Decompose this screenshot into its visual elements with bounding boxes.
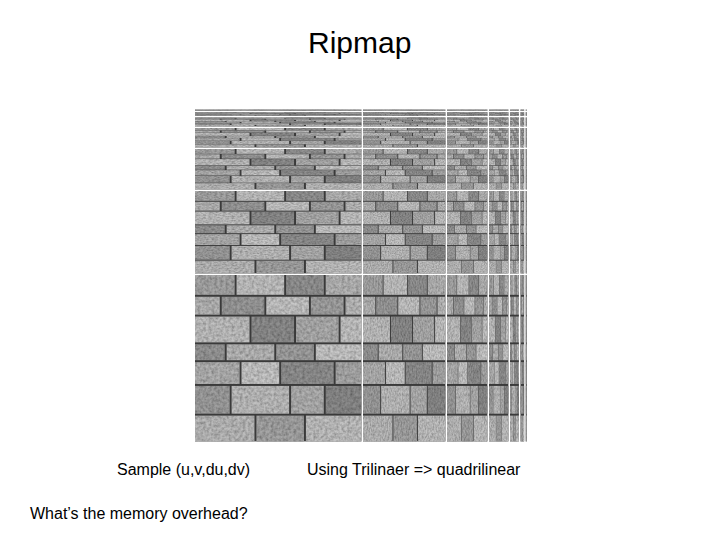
ripmap-tile (195, 118, 361, 127)
ripmap-tile (521, 275, 525, 441)
slide-text: What’s the memory overhead? (30, 505, 248, 523)
ripmap-tile (447, 118, 487, 127)
ripmap-tile (363, 149, 445, 189)
ripmap-tile (510, 275, 519, 441)
ripmap-tile (510, 191, 519, 273)
ripmap-tile (363, 275, 445, 441)
ripmap-tile (489, 110, 508, 111)
ripmap-tile (447, 110, 487, 111)
ripmap-tile (489, 112, 508, 116)
ripmap-tile (447, 149, 487, 189)
slide-title: Ripmap (308, 26, 411, 60)
ripmap-tile (526, 275, 527, 441)
ripmap-tile (489, 128, 508, 147)
ripmap-tile (521, 112, 525, 116)
ripmap-tile (195, 275, 361, 441)
ripmap-tile (521, 118, 525, 127)
ripmap-tile (526, 110, 527, 111)
ripmap-tile (489, 191, 508, 273)
ripmap-tile (510, 118, 519, 127)
ripmap-tile (363, 128, 445, 147)
ripmap-tile (489, 118, 508, 127)
ripmap-tile (489, 275, 508, 441)
slide-text: Sample (u,v,du,dv) (117, 461, 250, 479)
ripmap-tile (195, 112, 361, 116)
ripmap-tile (526, 128, 527, 147)
ripmap-tile (363, 110, 445, 111)
slide-text: Using Trilinaer => quadrilinear (307, 461, 520, 479)
ripmap-tile (447, 275, 487, 441)
ripmap-tile (195, 149, 361, 189)
ripmap-tile (195, 110, 361, 111)
ripmap-tile (510, 110, 519, 111)
ripmap-tile (510, 128, 519, 147)
ripmap-tile (447, 128, 487, 147)
ripmap-tile (447, 191, 487, 273)
ripmap-tile (363, 112, 445, 116)
ripmap-tile (526, 112, 527, 116)
ripmap-tile (195, 128, 361, 147)
ripmap-tile (489, 149, 508, 189)
ripmap-tile (363, 191, 445, 273)
ripmap-tile (521, 110, 525, 111)
ripmap-tile (521, 128, 525, 147)
ripmap-tile (510, 149, 519, 189)
ripmap-tile (526, 191, 527, 273)
ripmap-tile (195, 191, 361, 273)
ripmap-tile (526, 118, 527, 127)
ripmap-tile (521, 149, 525, 189)
ripmap-tile (510, 112, 519, 116)
ripmap-tile (526, 149, 527, 189)
ripmap-tile (447, 112, 487, 116)
ripmap-tile (363, 118, 445, 127)
ripmap-tile (521, 191, 525, 273)
